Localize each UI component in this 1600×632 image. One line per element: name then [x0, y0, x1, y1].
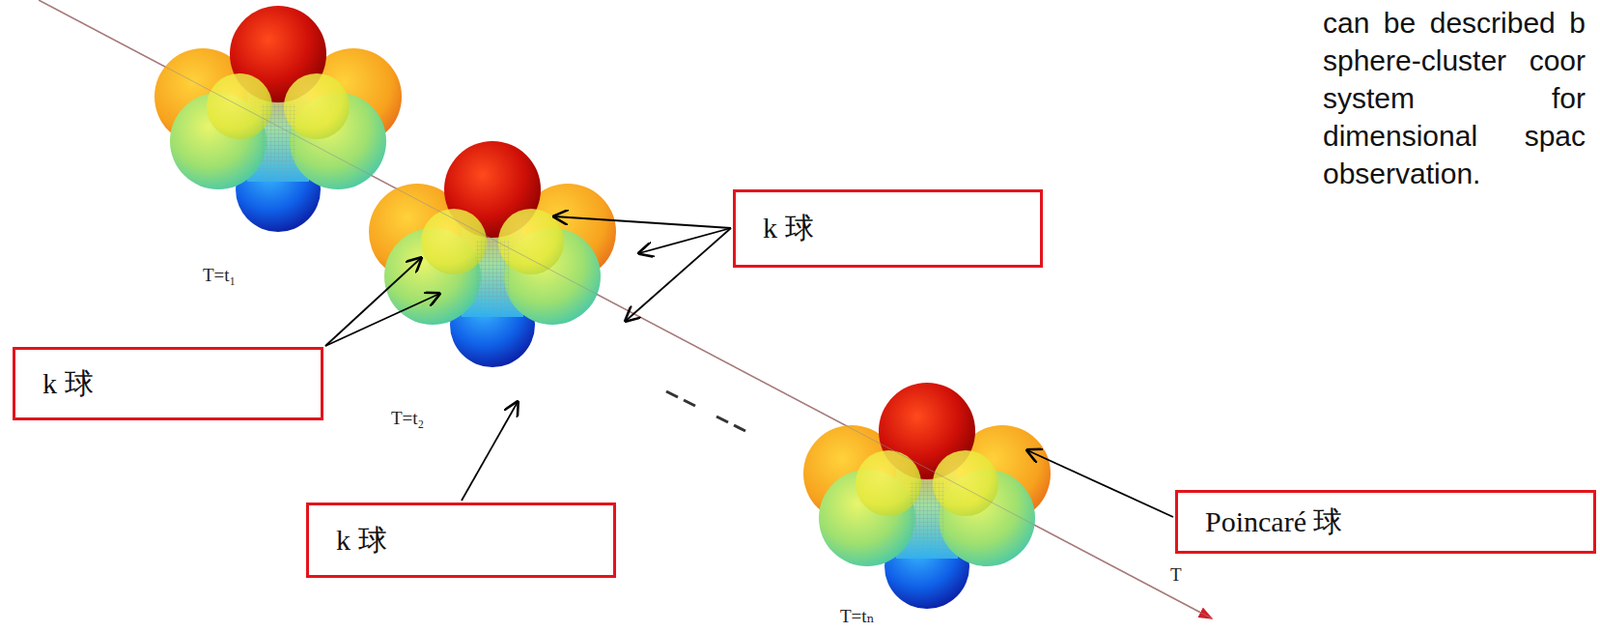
sphere-cluster — [154, 5, 402, 232]
description-text: can be described b sphere-cluster coor s… — [1322, 3, 1586, 193]
time-label: T=tₙ — [840, 604, 875, 627]
callout-text: Poincaré 球 — [1205, 502, 1343, 542]
axis-label: T — [1170, 563, 1182, 586]
callout-text: k 球 — [762, 208, 815, 249]
time-axis-front — [38, 0, 1212, 618]
sphere-cluster — [368, 140, 617, 367]
callout-text: k 球 — [42, 364, 94, 404]
callout-box: k 球 — [732, 189, 1043, 268]
callout-box: k 球 — [306, 502, 617, 578]
time-label: T=t₁ — [202, 264, 236, 286]
time-label: T=t₂ — [391, 407, 424, 429]
callout-box: Poincaré 球 — [1175, 489, 1597, 554]
sphere-cluster — [803, 382, 1051, 609]
callout-text: k 球 — [336, 520, 388, 561]
callout-box: k 球 — [12, 346, 324, 421]
time-axis — [38, 0, 1212, 618]
ellipsis-dashes — [666, 391, 746, 431]
